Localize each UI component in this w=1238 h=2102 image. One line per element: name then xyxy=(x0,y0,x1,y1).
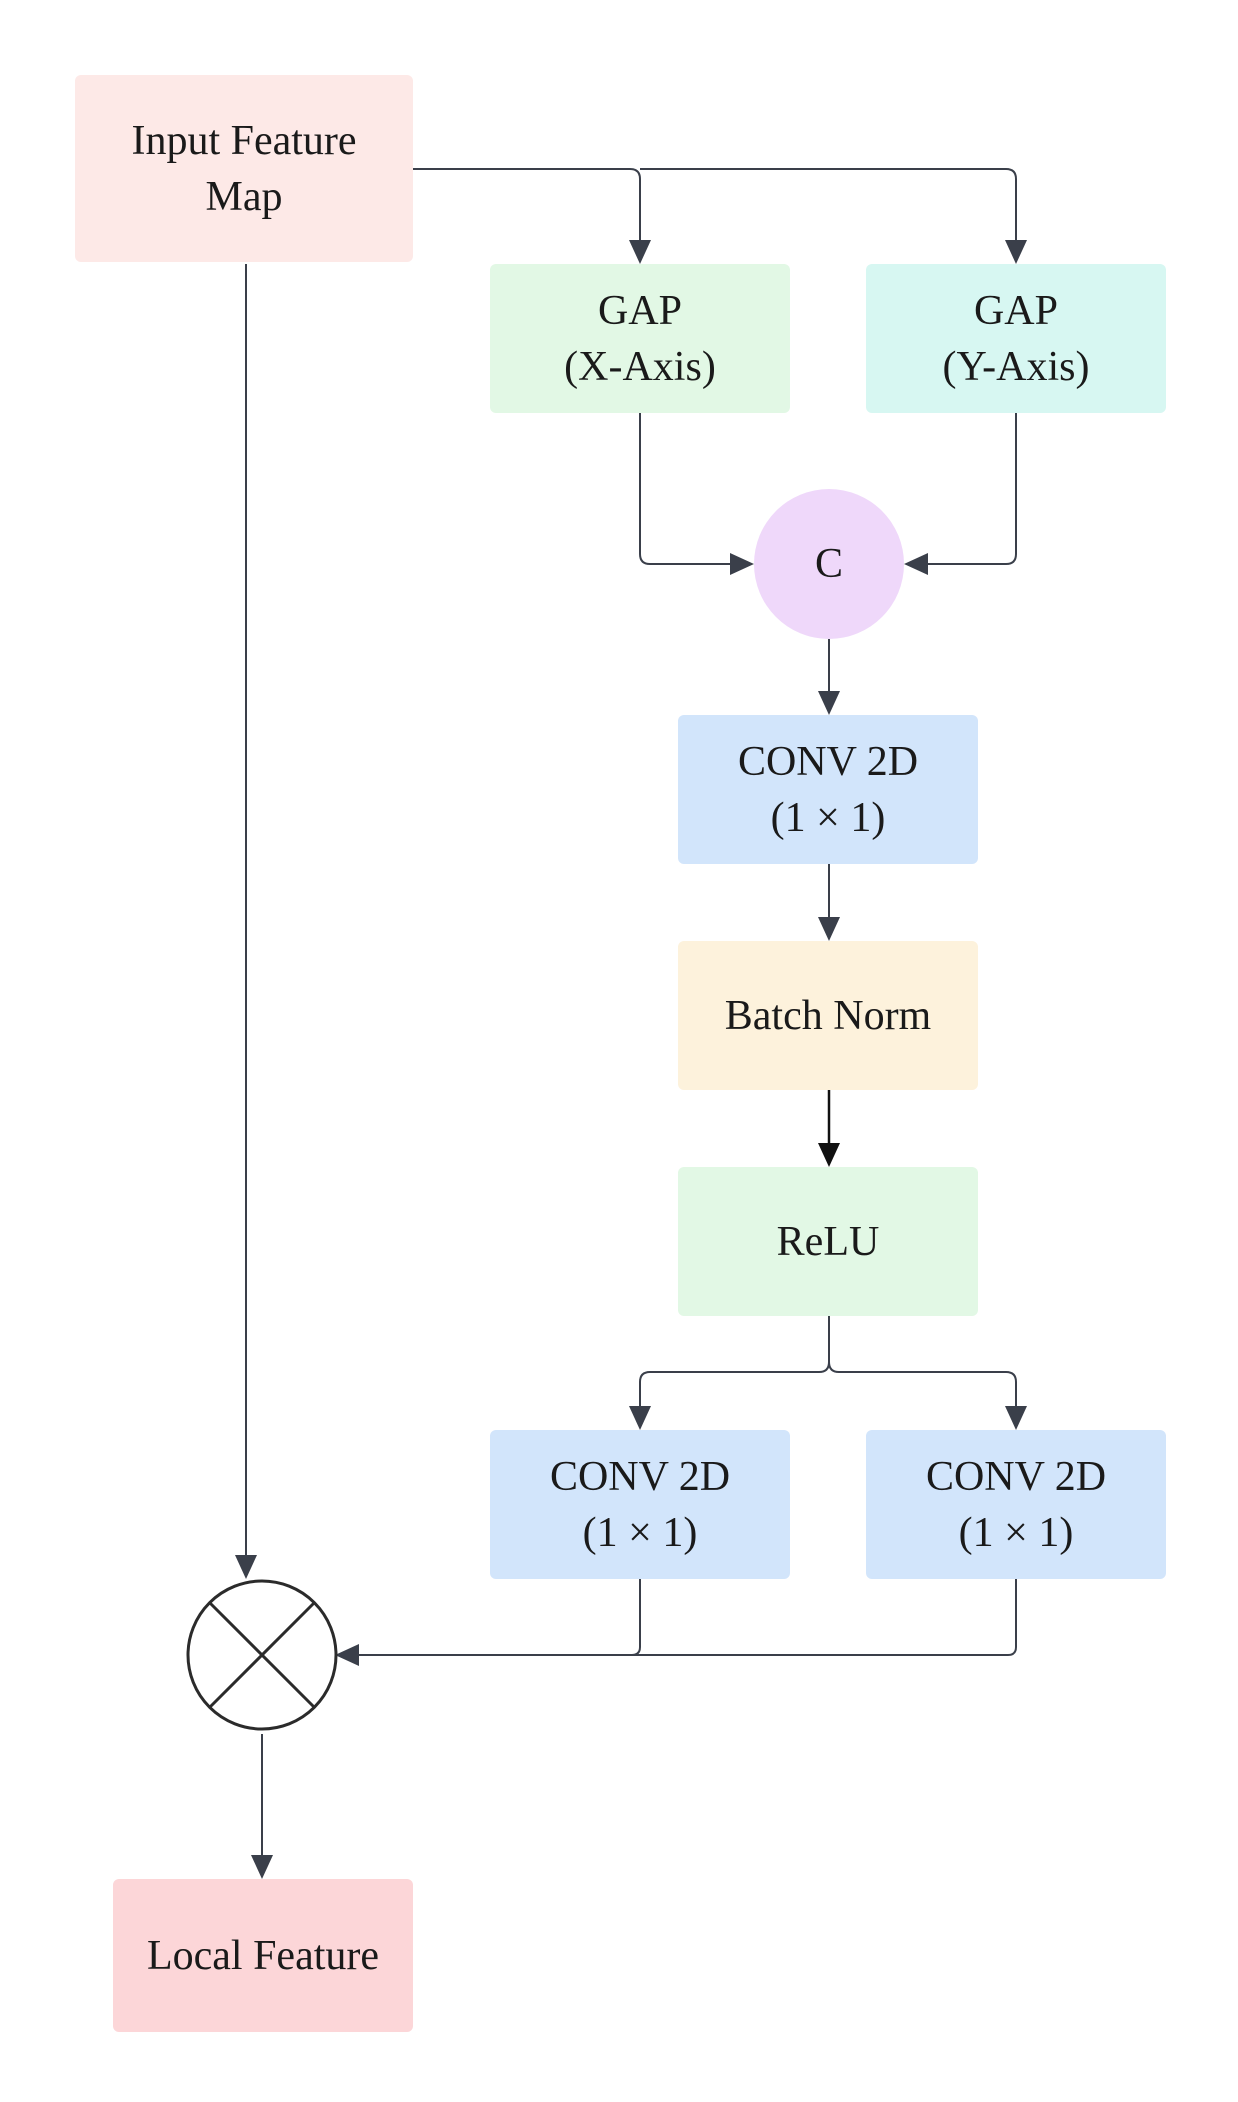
gap-y-axis-node: GAP (Y-Axis) xyxy=(866,264,1166,413)
arrowhead-multiply-top xyxy=(235,1555,257,1579)
local-feature-node: Local Feature xyxy=(113,1879,413,2032)
node-label-line: GAP xyxy=(973,287,1058,334)
edge-relu-to-conv-c xyxy=(828,1361,1017,1406)
relu-node: ReLU xyxy=(678,1167,978,1316)
node-label-line: Batch Norm xyxy=(724,992,932,1039)
node-label-line: (1 × 1) xyxy=(582,1509,698,1556)
gap-x-axis-node: GAP (X-Axis) xyxy=(490,264,790,413)
arrowhead-bn xyxy=(818,917,840,941)
node-label-line: (X-Axis) xyxy=(564,343,716,390)
edge-conv-c-to-multiply xyxy=(630,1579,1017,1656)
concat-node: C xyxy=(754,489,904,639)
batch-norm-node: Batch Norm xyxy=(678,941,978,1090)
conv2d-node: CONV 2D (1 × 1) xyxy=(678,715,978,864)
edge-relu-to-conv-b xyxy=(639,1316,830,1406)
edge-input-to-gap-x xyxy=(413,168,641,240)
arrowhead-conv-c xyxy=(1005,1406,1027,1430)
node-label-line: ReLU xyxy=(776,1218,880,1265)
node-label-line: Map xyxy=(205,173,283,220)
node-label-line: Input Feature xyxy=(131,117,357,164)
edge-gap-y-to-concat xyxy=(928,413,1017,565)
conv2d-right-node: CONV 2D (1 × 1) xyxy=(866,1430,1166,1579)
edge-conv-b-to-multiply xyxy=(355,1579,641,1656)
node-label-line: Local Feature xyxy=(146,1932,380,1979)
edge-input-to-gap-y xyxy=(640,168,1017,240)
node-label-line: (1 × 1) xyxy=(770,794,886,841)
arrowhead-gap-y xyxy=(1005,240,1027,264)
node-label-line: CONV 2D xyxy=(549,1453,731,1500)
node-label-line: CONV 2D xyxy=(737,738,919,785)
arrowhead-conv xyxy=(818,691,840,715)
conv2d-left-node: CONV 2D (1 × 1) xyxy=(490,1430,790,1579)
node-label-line: (1 × 1) xyxy=(958,1509,1074,1556)
arrowhead-conv-b xyxy=(629,1406,651,1430)
arrowhead-concat-left xyxy=(730,553,754,575)
node-label-line: GAP xyxy=(597,287,682,334)
node-label-line: CONV 2D xyxy=(925,1453,1107,1500)
input-feature-map-node: Input Feature Map xyxy=(75,75,413,262)
arrowhead-local xyxy=(251,1855,273,1879)
arrowhead-relu xyxy=(818,1143,840,1167)
node-label-line: (Y-Axis) xyxy=(942,343,1090,390)
node-label-line: C xyxy=(814,541,843,587)
arrowhead-gap-x xyxy=(629,240,651,264)
multiply-icon xyxy=(186,1579,338,1731)
arrowhead-concat-right xyxy=(904,553,928,575)
arrowhead-multiply-right xyxy=(335,1644,359,1666)
edge-gap-x-to-concat xyxy=(639,413,730,565)
